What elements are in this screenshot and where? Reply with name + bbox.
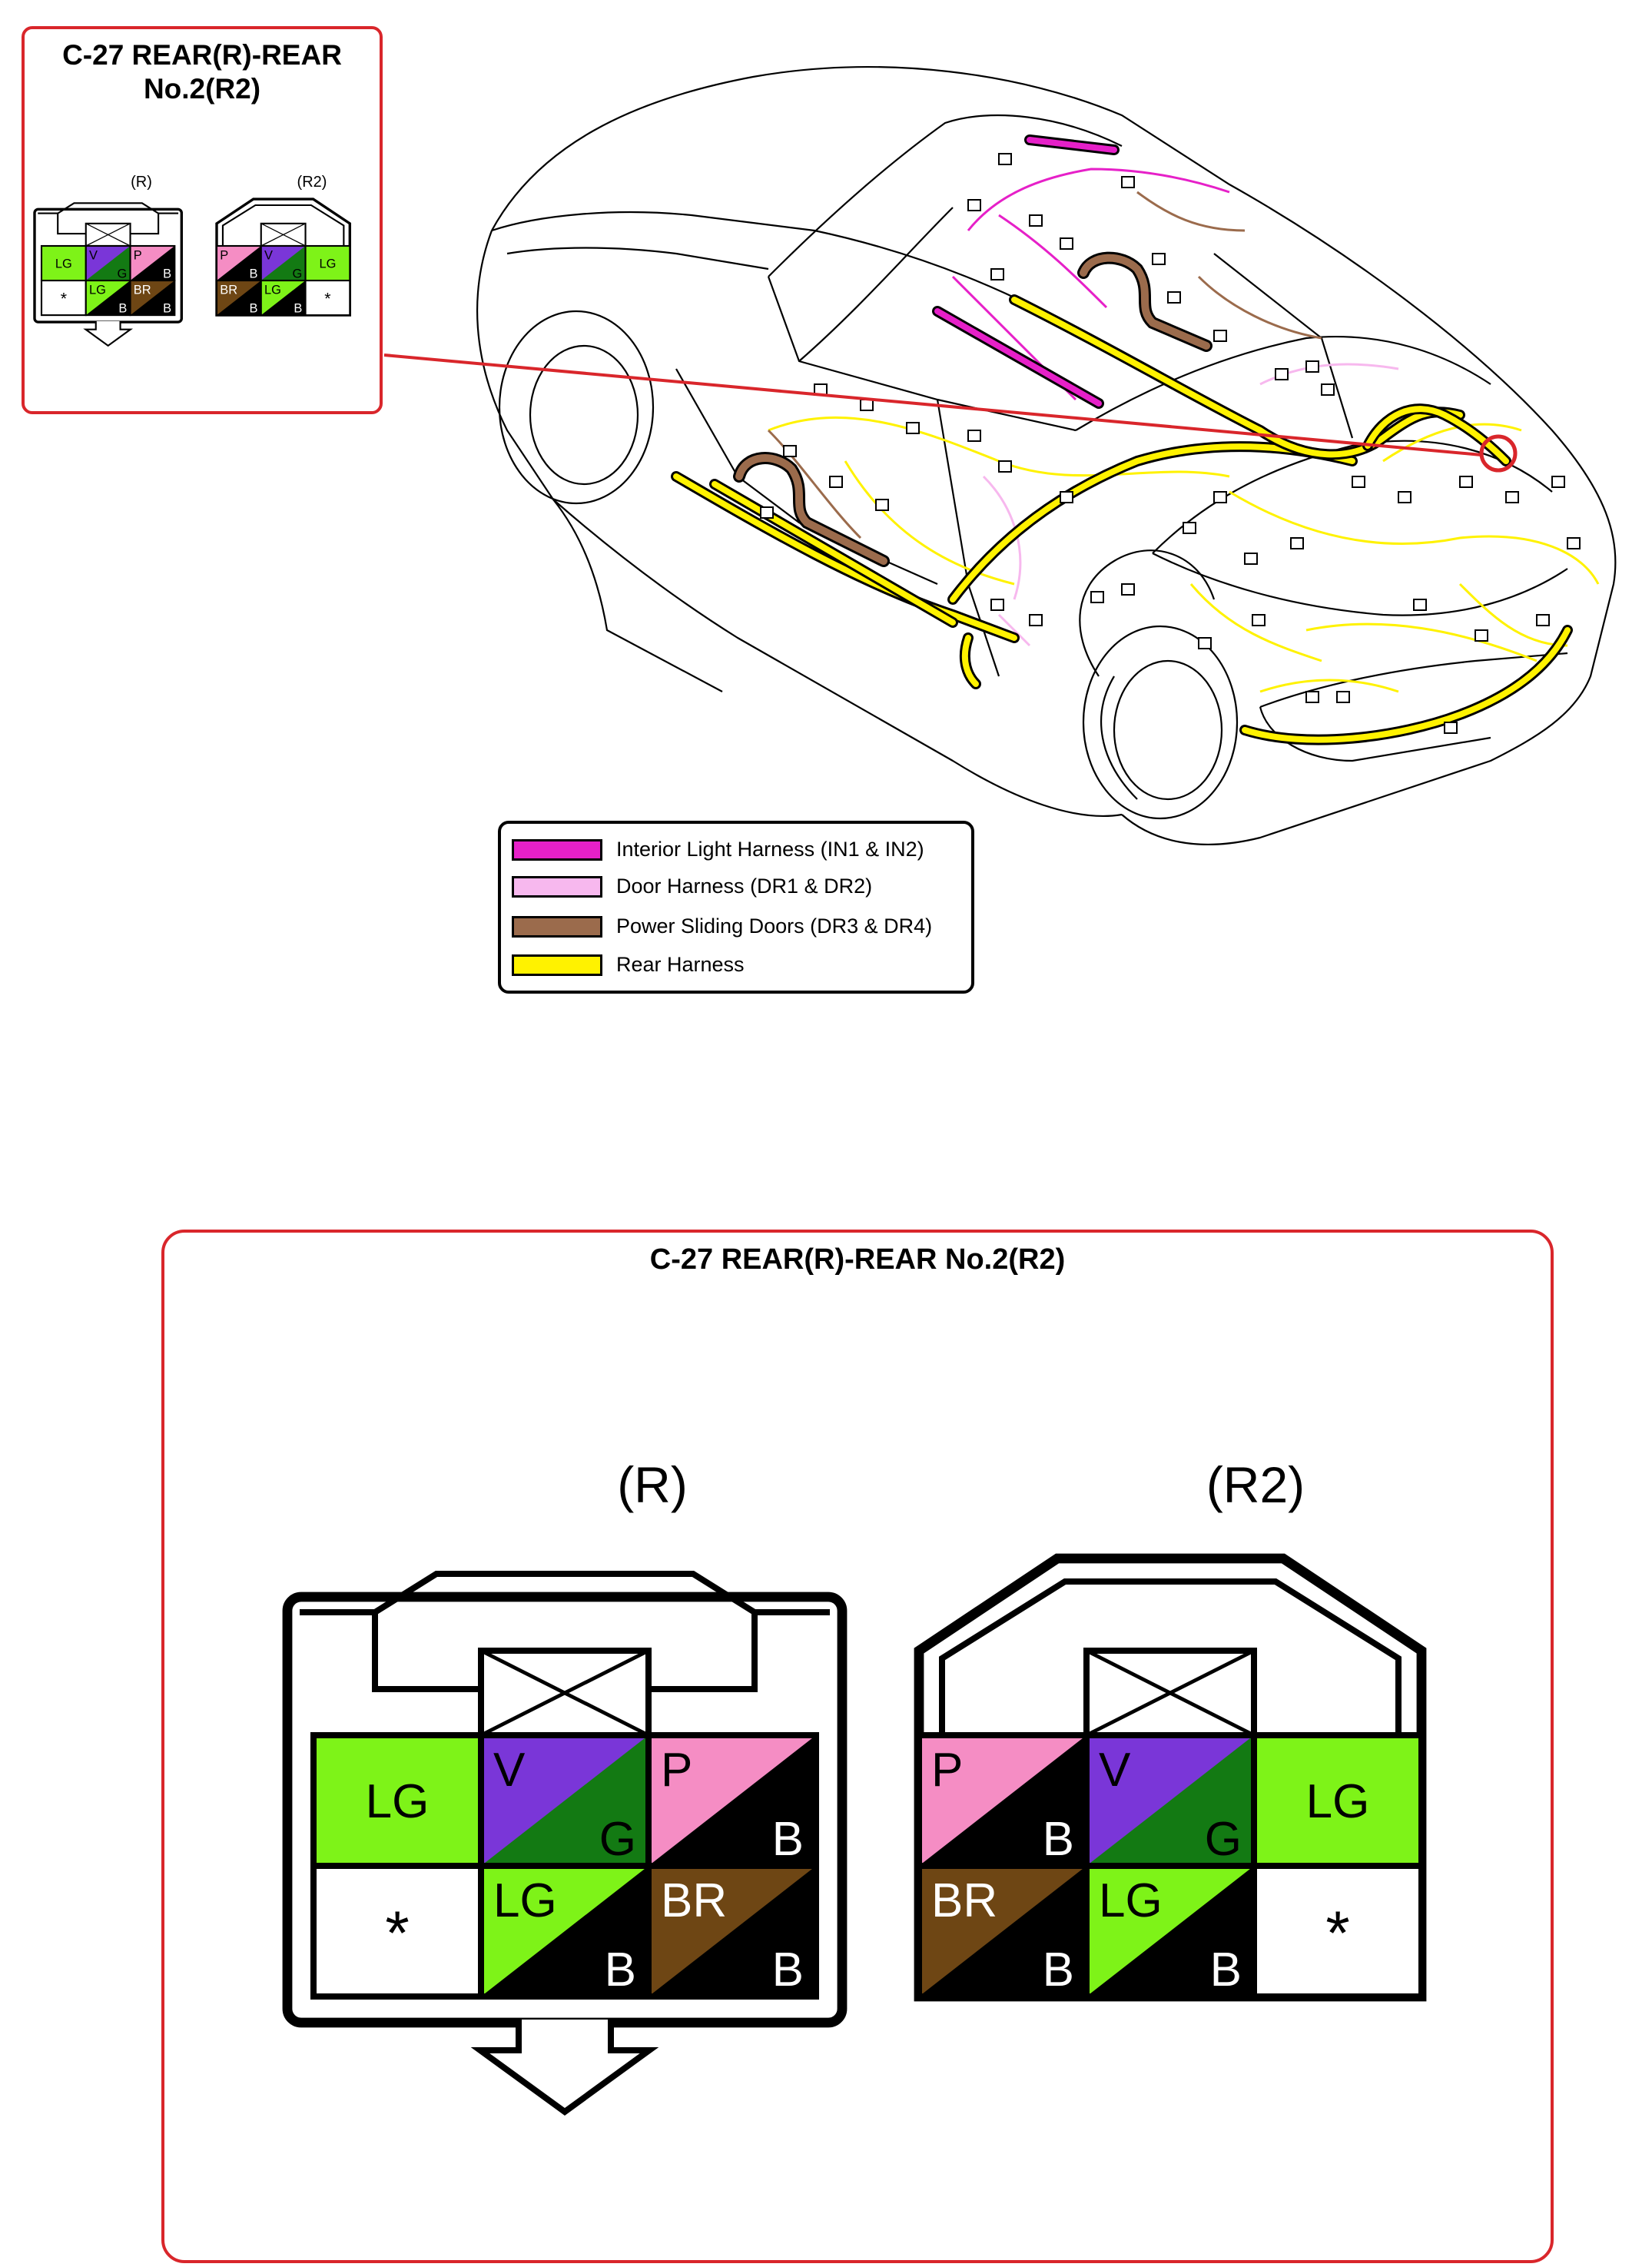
pin-cell: VG (260, 244, 307, 282)
pin-empty-marker: * (61, 290, 67, 308)
legend-label: Interior Light Harness (IN1 & IN2) (616, 838, 924, 861)
pin-empty-marker: * (324, 290, 330, 308)
pin-fill-upper (260, 280, 306, 316)
pin-wire-color: V (89, 248, 98, 262)
pin-wire-color: LG (55, 257, 72, 271)
callout-leader (383, 353, 1518, 473)
legend-swatch (512, 876, 602, 898)
connector-latch-top (57, 202, 159, 214)
power-sliding-wires (767, 191, 1322, 539)
pin-wire-stripe: B (118, 301, 127, 315)
pin-wire-color: P (220, 248, 228, 262)
pin-fill-upper (260, 246, 306, 281)
pin-fill-upper (85, 246, 131, 281)
callout-large-title: C-27 REAR(R)-REAR No.2(R2) (649, 1243, 1066, 1276)
pin-cell: * (40, 279, 87, 317)
pin-fill-upper (217, 280, 261, 316)
pin-fill (305, 280, 350, 316)
pin-wire-stripe: B (294, 301, 302, 315)
pin-wire-stripe: G (118, 267, 128, 280)
vehicle-harness-illustration (383, 66, 1617, 845)
pin-fill-upper (85, 280, 131, 316)
harness-legend: Interior Light Harness (IN1 & IN2) Door … (498, 821, 974, 994)
pin-cell: PB (215, 244, 262, 282)
pin-wire-color: BR (134, 284, 151, 297)
connector-callout-large: C-27 REAR(R)-REAR No.2(R2) (R) (R2) (161, 1230, 1554, 2263)
pin-cell: PB (129, 244, 176, 282)
rear-harness-wires (768, 416, 1600, 693)
pin-cell: LG B (260, 279, 307, 317)
pin-cell: * (304, 279, 351, 317)
pin-wire-color: V (264, 248, 273, 262)
connector-housing-inner (221, 204, 345, 246)
pin-fill-upper (130, 246, 175, 281)
key-slot-cross (85, 223, 131, 247)
key-slot-cross (260, 223, 306, 247)
front-wheel (1082, 625, 1239, 820)
pin-wire-color: BR (220, 284, 237, 297)
pin-fill (41, 246, 86, 281)
pin-border (129, 279, 176, 317)
callout-small-title-line2: No.2(R2) (143, 73, 261, 105)
rear-wheel (498, 310, 655, 505)
power-sliding-harness-main (733, 251, 1212, 567)
pin-fill (41, 280, 86, 316)
pin-cell: BR B (129, 279, 176, 317)
legend-label: Power Sliding Doors (DR3 & DR4) (616, 914, 933, 938)
pin-wire-stripe: B (163, 301, 171, 315)
pin-cell: VG (85, 244, 131, 282)
pin-wire-stripe: B (163, 267, 171, 280)
pin-border (304, 279, 351, 317)
pin-wire-stripe: B (250, 267, 258, 280)
legend-item-power-sliding-doors: Power Sliding Doors (DR3 & DR4) (512, 910, 973, 944)
pin-wire-color: P (134, 248, 142, 262)
legend-item-door-harness: Door Harness (DR1 & DR2) (512, 870, 973, 904)
legend-item-interior-light: Interior Light Harness (IN1 & IN2) (512, 833, 973, 867)
interior-light-wires (951, 168, 1230, 401)
pin-cell: LG (304, 244, 351, 282)
pin-wire-color: LG (264, 284, 281, 297)
connector-blocks (760, 153, 1581, 734)
pin-wire-color: LG (89, 284, 106, 297)
insertion-arrow (83, 321, 134, 347)
pin-wire-stripe: G (293, 267, 303, 280)
pin-fill (305, 246, 350, 281)
connector-r-label-small: (R) (131, 174, 152, 191)
pin-fill-upper (217, 246, 261, 281)
legend-item-rear-harness: Rear Harness (512, 948, 973, 982)
connector-r2-label: (R2) (1206, 1456, 1305, 1513)
pin-wire-stripe: B (250, 301, 258, 315)
pin-cell: LG (40, 244, 87, 282)
legend-label: Door Harness (DR1 & DR2) (616, 875, 873, 898)
legend-label: Rear Harness (616, 953, 745, 976)
connector-r2-label-small: (R2) (297, 174, 327, 191)
pin-wire-color: LG (319, 257, 336, 271)
legend-swatch (512, 916, 602, 938)
legend-swatch (512, 839, 602, 861)
legend-swatch (512, 954, 602, 976)
pin-cell: LG B (85, 279, 131, 317)
pin-fill-upper (130, 280, 175, 316)
pin-cell: BR B (215, 279, 262, 317)
interior-light-harness-main (932, 134, 1120, 409)
callout-small-title-line1: C-27 REAR(R)-REAR (62, 39, 342, 71)
connector-r-label: (R) (617, 1456, 688, 1513)
rear-harness-main (671, 294, 1573, 745)
